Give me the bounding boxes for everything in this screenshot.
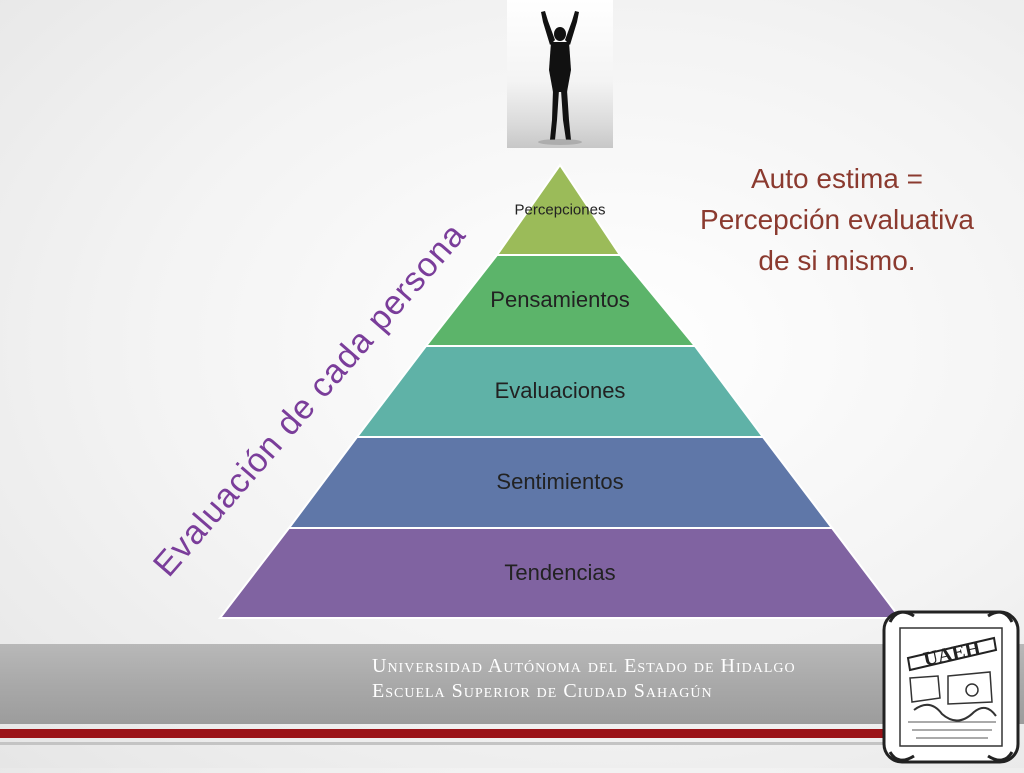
tier-label-sentimientos: Sentimientos [496, 469, 624, 494]
school-name: Escuela Superior de Ciudad Sahagún [372, 680, 713, 702]
footer-red-bar [0, 729, 900, 738]
university-name: Universidad Autónoma del Estado de Hidal… [372, 655, 796, 677]
tier-label-tendencias: Tendencias [504, 560, 616, 585]
definition-text: Auto estima = Percepción evaluativa de s… [672, 158, 1002, 281]
person-silhouette-icon [538, 11, 582, 145]
definition-line-2: Percepción evaluativa [700, 204, 974, 235]
footer-band [0, 644, 1024, 724]
definition-line-3: de si mismo. [758, 245, 916, 276]
tier-label-percepciones: Percepciones [514, 201, 606, 219]
uaeh-seal-logo: UAEH [878, 598, 1024, 768]
definition-line-1: Auto estima = [751, 163, 923, 194]
footer-thin-bar [0, 742, 900, 745]
seal-icon: UAEH [882, 610, 1020, 764]
tier-label-pensamientos: Pensamientos [490, 287, 630, 312]
silhouette-photo [507, 0, 613, 148]
tier-label-evaluaciones: Evaluaciones [494, 378, 626, 403]
